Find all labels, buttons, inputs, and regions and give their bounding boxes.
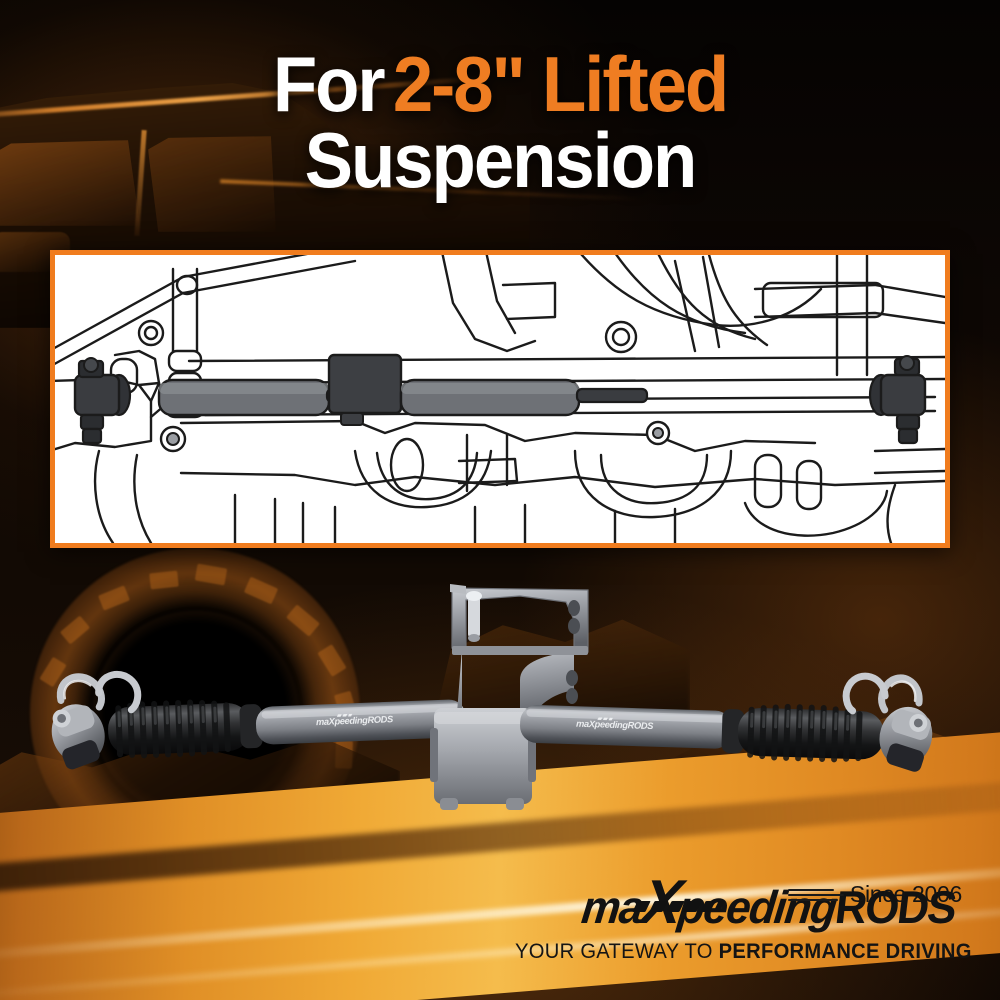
installation-diagram-panel [50, 250, 950, 548]
tagline-bold-part: PERFORMANCE DRIVING [718, 940, 972, 963]
diagram-right-joint [868, 355, 927, 445]
truck-window-front [0, 140, 140, 226]
diagram-mount-bolt [159, 420, 671, 453]
dual-steering-stabilizer: maXpeedingRODS [51, 584, 933, 810]
product-left-shock: maXpeedingRODS [51, 671, 466, 770]
brand-logo-lockup: maXpeedingRODS Since 2006 YOUR GATEWAY T… [496, 868, 972, 964]
since-badge: Since 2006 [787, 881, 962, 908]
svg-text:maXpeedingRODS: maXpeedingRODS [316, 714, 394, 727]
diagram-right-shock [399, 378, 649, 417]
diagram-left-joint [73, 357, 132, 445]
headline-line-2: Suspension [304, 116, 698, 205]
headline-accent-text: 2-8" Lifted [392, 40, 729, 128]
product-brand-mark: maXpeedingRODS [316, 713, 394, 727]
product-center-bracket [450, 584, 589, 726]
headline-lead-text: For [272, 40, 386, 128]
since-text: Since 2006 [849, 881, 962, 907]
diagram-center-mount [327, 353, 403, 426]
brand-tagline: YOUR GATEWAY TO PERFORMANCE DRIVING [515, 940, 972, 964]
tagline-light-part: YOUR GATEWAY TO [515, 940, 714, 963]
product-photo: maXpeedingRODS [0, 560, 1000, 840]
product-right-shock: maXpeedingRODS [520, 672, 933, 772]
checkered-flag-icon [632, 901, 725, 912]
speed-lines-icon [787, 888, 844, 901]
undercarriage-line-art [55, 255, 945, 543]
